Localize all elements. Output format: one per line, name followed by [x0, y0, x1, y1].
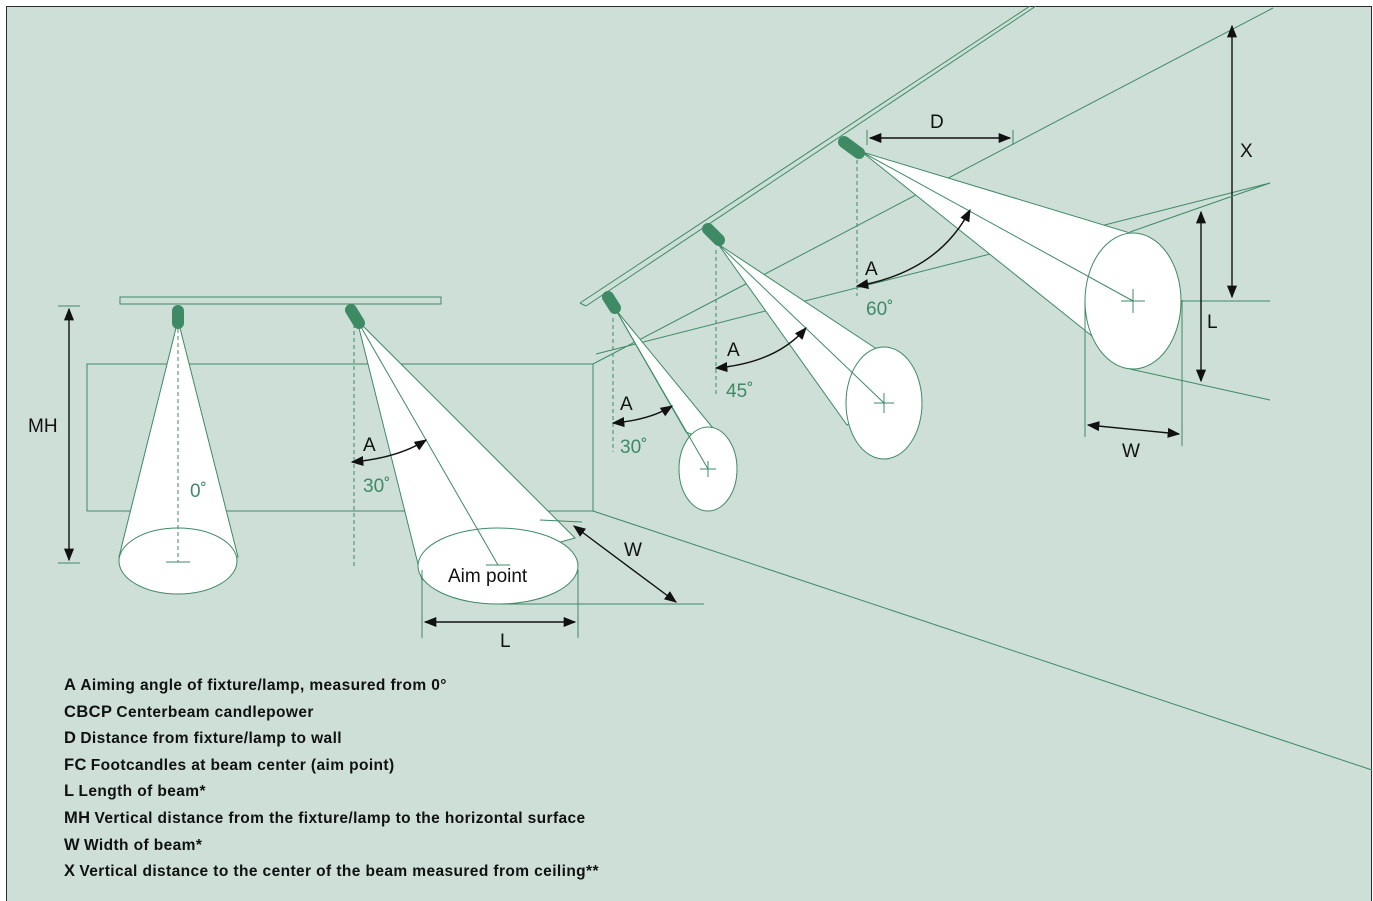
angle-label-30-floor: 30˚	[363, 476, 390, 497]
fixture-45-wall: A 45˚	[702, 223, 923, 460]
d-label: D	[930, 112, 944, 133]
back-wall-box	[86, 363, 594, 512]
lamp-45	[702, 223, 725, 246]
ceiling-bar-left	[119, 296, 442, 305]
aim-point-label: Aim point	[448, 566, 528, 587]
fixture-60-wall: A 60˚ D X L W	[838, 24, 1271, 462]
mh-dimension: MH	[28, 305, 80, 564]
floor-wall-edge	[592, 510, 1373, 771]
lamp-30-wall	[602, 291, 621, 314]
a-label-30-wall: A	[620, 394, 633, 415]
lamp-60	[838, 136, 865, 159]
slanted-ceiling-2	[585, 5, 1037, 307]
a-label-floor: A	[363, 435, 376, 456]
w-label-floor: W	[624, 540, 642, 561]
slanted-ceiling-1	[579, 5, 1031, 304]
l-label-wall: L	[1207, 312, 1218, 333]
a-label-60: A	[865, 259, 878, 280]
fixture-30-floor: A 30˚ Aim point L W	[345, 304, 704, 652]
fixture-30-wall: A 30˚	[602, 291, 738, 512]
fixture-0-degree: 0˚	[118, 305, 239, 595]
room-outline	[86, 5, 1373, 771]
l-label-floor: L	[500, 631, 511, 652]
mh-label: MH	[28, 416, 58, 437]
slanted-ceiling-cap	[579, 302, 587, 307]
angle-label-30-wall: 30˚	[620, 437, 647, 458]
lamp-30-floor	[345, 304, 365, 329]
angle-label-45: 45˚	[726, 381, 753, 402]
x-label: X	[1240, 141, 1253, 162]
w-label-wall: W	[1122, 441, 1140, 462]
angle-label-0: 0˚	[190, 481, 207, 502]
a-label-45: A	[727, 340, 740, 361]
angle-label-60: 60˚	[866, 299, 893, 320]
